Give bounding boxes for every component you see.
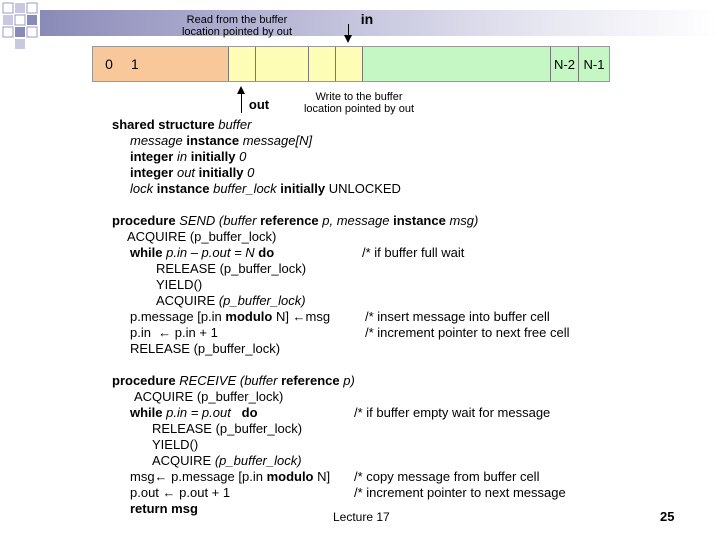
kw-procedure: procedure [112,373,180,388]
id-in: in [176,149,188,164]
id-buffer: buffer [218,117,252,132]
kw-do: do [230,405,258,420]
code-receive-acquire-2: ACQUIRE (p_buffer_lock) [152,453,302,469]
code-receive-copy: msg← p.message [p.in modulo N] [130,469,330,485]
kw-do: do [258,245,275,260]
send-while-cond: p.in – p.out = N [166,245,259,260]
fn-acquire: ACQUIRE [156,293,219,308]
code-shared-line: shared structure buffer [112,117,251,133]
send-sig-c: msg) [449,213,479,228]
kw-integer: integer [130,165,177,180]
buffer-cell-free [363,47,551,81]
insert-a: p.message [p.in [130,309,226,324]
copy-a: msg← p.message [p.in [130,469,267,484]
code-send-release-2: RELEASE (p_buffer_lock) [130,341,281,356]
fn-acquire: ACQUIRE [152,453,215,468]
type-lock: lock [130,181,154,196]
buffer-cell-used-b [256,47,309,81]
in-label: in [360,11,374,27]
title-bar-gradient [40,10,720,36]
id-out: out [176,165,196,180]
comment-insert: /* insert message into buffer cell [365,309,550,324]
buffer-cell-used-d [336,47,363,81]
code-send-acquire: ACQUIRE (p_buffer_lock) [127,229,277,244]
code-lock-line: lock instance buffer_lock initially UNLO… [130,181,401,197]
code-receive-header: procedure RECEIVE (buffer reference p) [112,373,355,389]
corner-squares-decoration [2,2,38,49]
cell-0-label: 0 [105,56,113,72]
out-arrow-line [241,93,242,113]
page-number: 25 [660,509,675,524]
val-unlocked: UNLOCKED [328,181,401,196]
code-in-line: integer in initially 0 [130,149,246,165]
id-message-array: message[N] [242,133,313,148]
buffer-cell-used-c [309,47,336,81]
code-send-insert: p.message [p.in modulo N] ←msg [130,309,330,325]
kw-procedure: procedure [112,213,180,228]
write-label: Write to the buffer location pointed by … [303,91,415,115]
kw-instance: instance [182,133,243,148]
arg-lock: (p_buffer_lock) [214,453,302,468]
kw-reference: reference [281,373,344,388]
buffer-cell-n1: N-1 [579,47,609,81]
code-send-release-1: RELEASE (p_buffer_lock) [156,261,307,276]
code-receive-acquire: ACQUIRE (p_buffer_lock) [134,389,284,404]
comment-copy: /* copy message from buffer cell [354,469,540,484]
send-sig-a: SEND (buffer [179,213,261,228]
kw-while: while [130,245,167,260]
buffer-cell-used-a [229,47,256,81]
code-send-acquire-2: ACQUIRE (p_buffer_lock) [156,293,306,309]
code-message-line: message instance message[N] [130,133,312,149]
send-sig-b: p, message [322,213,394,228]
code-send-yield: YIELD() [156,277,203,292]
kw-while: while [130,405,167,420]
code-receive-release: RELEASE (p_buffer_lock) [152,421,303,436]
receive-while-cond: p.in = p.out [166,405,231,420]
kw-initially: initially [276,181,329,196]
comment-buffer-empty: /* if buffer empty wait for message [354,405,551,420]
kw-instance: instance [393,213,450,228]
in-arrow-line [348,24,349,36]
comment-increment-next: /* increment pointer to next message [354,485,566,500]
kw-modulo: modulo [225,309,273,324]
code-out-line: integer out initially 0 [130,165,254,181]
comment-buffer-full: /* if buffer full wait [362,245,465,260]
comment-increment-free: /* increment pointer to next free cell [365,325,570,340]
code-receive-increment: p.out ← p.out + 1 [130,485,231,500]
val-zero: 0 [239,149,247,164]
code-send-while: while p.in – p.out = N do [130,245,274,261]
cell-1-label: 1 [131,56,139,72]
val-zero: 0 [247,165,255,180]
buffer-cell-n2: N-2 [551,47,579,81]
kw-shared: shared structure [112,117,215,132]
kw-integer: integer [130,149,177,164]
in-arrow-head [344,35,352,43]
insert-b: N] ←msg [272,309,331,324]
copy-b: N] [313,469,331,484]
receive-sig-a: RECEIVE (buffer [179,373,282,388]
footer-lecture: Lecture 17 [333,510,390,524]
arg-lock: (p_buffer_lock) [218,293,306,308]
code-receive-while: while p.in = p.out do [130,405,258,421]
id-buffer-lock: buffer_lock [213,181,277,196]
out-label: out [248,97,270,112]
receive-sig-b: p) [343,373,355,388]
code-receive-yield: YIELD() [152,437,199,452]
kw-modulo: modulo [266,469,314,484]
buffer-diagram: 0 1 N-2 N-1 [92,46,610,82]
buffer-cell-0: 0 [93,47,125,81]
read-label: Read from the buffer location pointed by… [181,14,293,38]
code-send-increment: p.in ← p.in + 1 [130,325,218,340]
kw-initially: initially [195,165,248,180]
code-receive-return: return msg [130,501,198,516]
kw-reference: reference [260,213,323,228]
cell-n2-label: N-2 [554,56,575,72]
kw-instance: instance [153,181,214,196]
type-message: message [130,133,183,148]
code-send-header: procedure SEND (buffer reference p, mess… [112,213,478,229]
cell-n1-label: N-1 [583,56,605,72]
kw-initially: initially [187,149,240,164]
buffer-cell-1: 1 [125,47,229,81]
out-arrow-head [237,86,245,94]
